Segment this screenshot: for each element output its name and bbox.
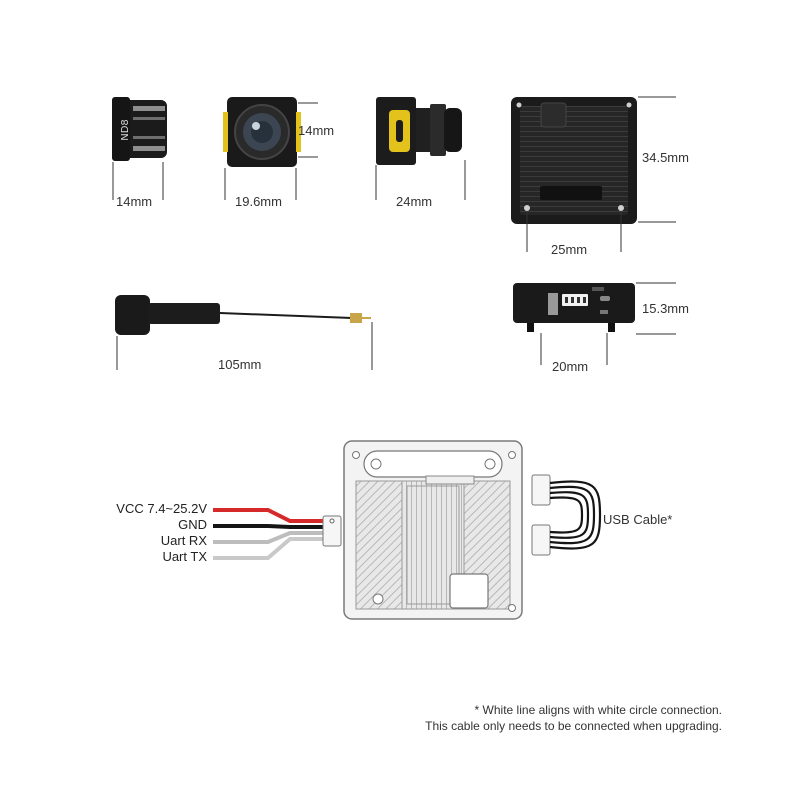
vtx-side-view [513, 282, 676, 365]
wire-label-uart-tx: Uart TX [162, 549, 207, 564]
nd8-filter [112, 97, 167, 200]
camera-front [223, 97, 318, 200]
footnote-line-1: * White line aligns with white circle co… [474, 703, 722, 717]
footnote-line-2: This cable only needs to be connected wh… [425, 719, 722, 733]
wire-label-uart-rx: Uart RX [160, 533, 207, 548]
vtx-top-view [511, 96, 676, 252]
nd8-engraving: ND8 [120, 119, 131, 141]
camera-depth-label: 24mm [396, 194, 433, 209]
filter-width-label: 14mm [116, 194, 153, 209]
antenna-length-label: 105mm [218, 357, 262, 372]
usb-cable-label: USB Cable* [603, 512, 673, 527]
wire-label-vcc: VCC 7.4~25.2V [116, 501, 207, 516]
camera-side [375, 97, 466, 200]
power-uart-wires [213, 508, 342, 560]
camera-height-label: 14mm [298, 123, 335, 138]
vtx-width-label: 25mm [551, 242, 588, 257]
camera-width-label: 19.6mm [235, 194, 282, 209]
vtx-side-width-label: 20mm [552, 359, 589, 374]
vtx-wiring-body [343, 440, 523, 620]
vtx-height-label: 34.5mm [642, 150, 689, 165]
usb-cable [531, 474, 602, 556]
wire-label-gnd: GND [178, 517, 207, 532]
antenna [115, 295, 373, 370]
vtx-side-height-label: 15.3mm [642, 301, 689, 316]
